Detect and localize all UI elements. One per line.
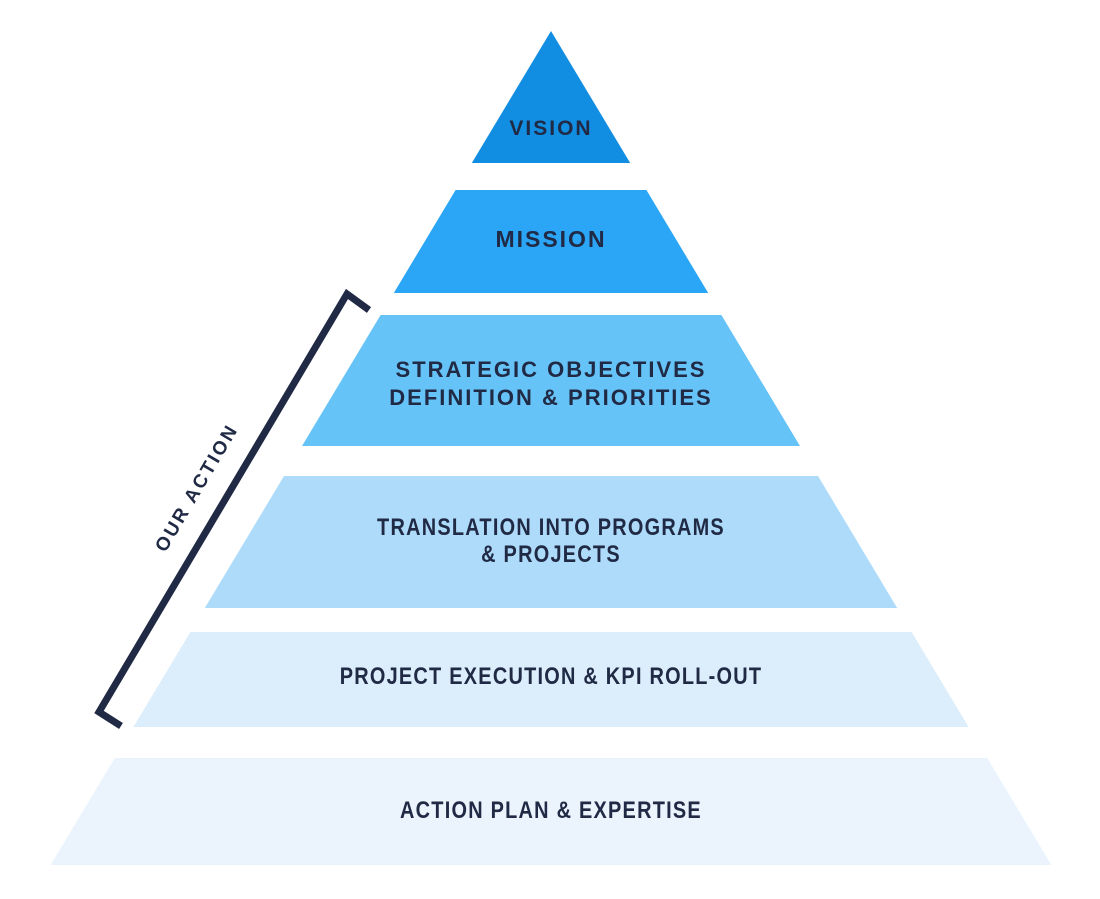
pyramid-level-strategic-objectives: STRATEGIC OBJECTIVES DEFINITION & PRIORI…	[302, 315, 800, 446]
level-label-project-execution: PROJECT EXECUTION & KPI ROLL-OUT	[340, 662, 763, 689]
pyramid-level-action-plan: ACTION PLAN & EXPERTISE	[50, 758, 1052, 865]
level-label-translation-line1: TRANSLATION INTO PROGRAMS	[377, 513, 725, 540]
level-shape-vision	[471, 31, 631, 163]
level-label-action-plan: ACTION PLAN & EXPERTISE	[400, 796, 702, 823]
level-shape-strategic-objectives	[302, 315, 800, 446]
bracket-line	[94, 288, 372, 729]
pyramid-level-vision: VISION	[471, 31, 631, 163]
level-label-strategic-objectives-line2: DEFINITION & PRIORITIES	[389, 385, 712, 410]
pyramid-level-project-execution: PROJECT EXECUTION & KPI ROLL-OUT	[133, 632, 969, 727]
level-label-vision: VISION	[509, 117, 592, 140]
level-label-mission: MISSION	[495, 226, 606, 252]
level-label-translation-line2: & PROJECTS	[481, 540, 621, 567]
level-shape-project-execution	[133, 632, 969, 727]
level-shape-mission	[393, 190, 709, 293]
level-shape-action-plan	[50, 758, 1052, 865]
pyramid-level-translation-into-programs: TRANSLATION INTO PROGRAMS & PROJECTS	[204, 476, 898, 608]
pyramid-level-mission: MISSION	[393, 190, 709, 293]
level-shape-translation-into-programs	[204, 476, 898, 608]
level-label-strategic-objectives-line1: STRATEGIC OBJECTIVES	[396, 357, 707, 382]
